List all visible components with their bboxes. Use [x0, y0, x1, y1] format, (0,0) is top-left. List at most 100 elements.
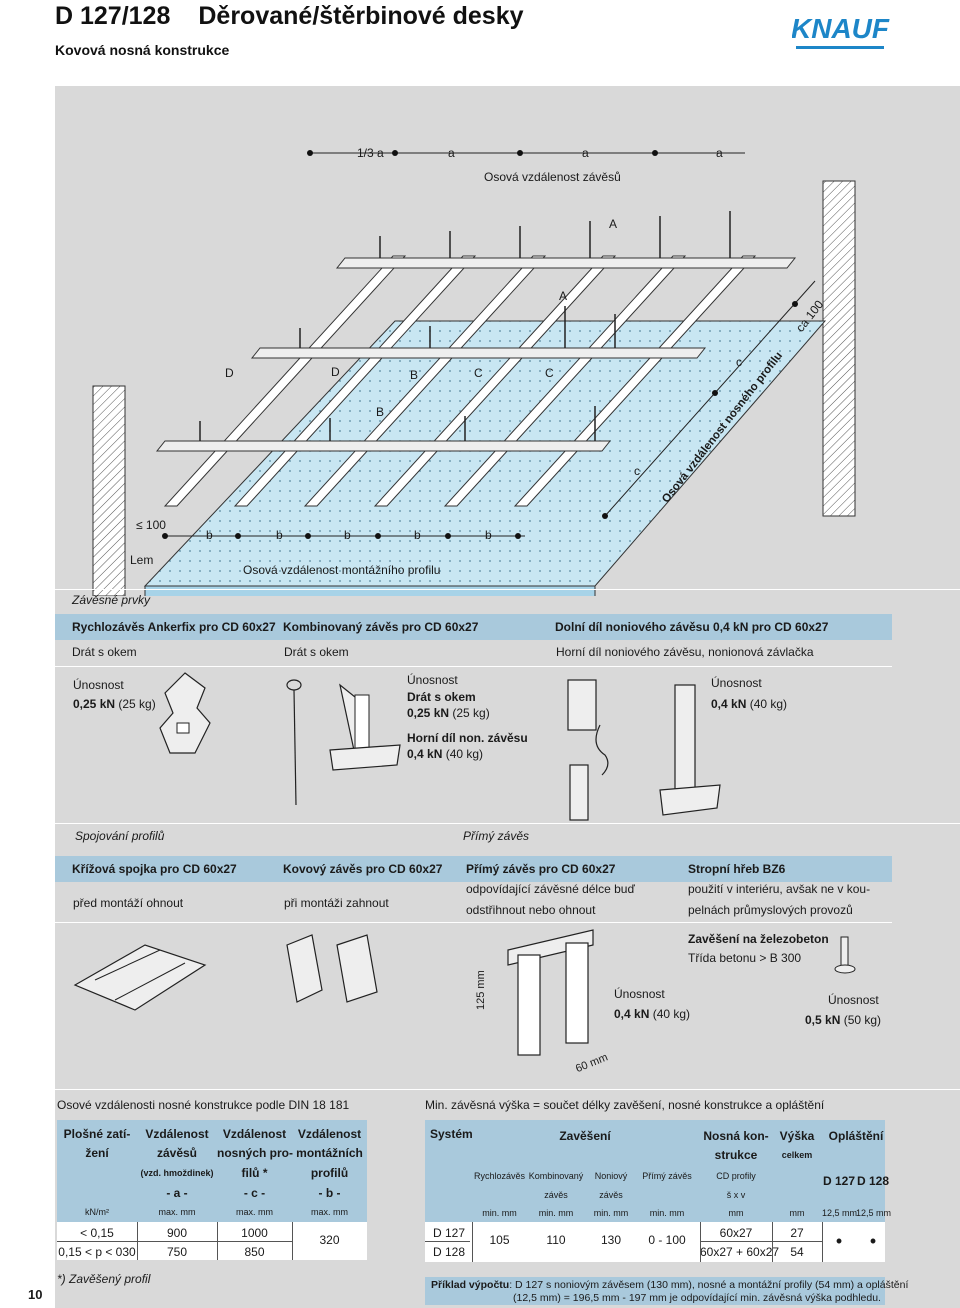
wire-eye-illustration: [286, 679, 302, 806]
table1-header: [57, 1120, 367, 1202]
letter-d: D: [225, 366, 234, 380]
bullet-cell: •: [835, 1231, 843, 1251]
load-kn: 0,4 kN: [614, 1007, 650, 1021]
left-margin: [0, 86, 55, 1308]
load-value: 0,4 kN (40 kg): [407, 747, 483, 761]
table-head: D 127: [822, 1174, 856, 1188]
table-cell: 54: [790, 1245, 804, 1259]
column-head: Dolní díl noniového závěsu 0,4 kN pro CD…: [555, 620, 829, 634]
letter-c: C: [474, 366, 483, 380]
divider: [55, 666, 892, 667]
system-cell: D 127: [433, 1226, 466, 1240]
load-label: Únosnost: [828, 993, 879, 1007]
table-cell: 850: [244, 1245, 265, 1259]
anchor-sub: Třída betonu > B 300: [688, 951, 802, 965]
unit-cell: max. mm: [158, 1207, 196, 1217]
unit-cell: 12,5 mm: [856, 1208, 892, 1218]
table-cell: 0 - 100: [648, 1233, 686, 1247]
unit-cell: 12,5 mm: [822, 1208, 858, 1218]
spacing-label: a: [582, 146, 589, 160]
letter-a: A: [559, 289, 568, 303]
load-label: Únosnost: [614, 987, 665, 1001]
load-value: 0,4 kN (40 kg): [614, 1007, 690, 1021]
spacing-label: a: [448, 146, 455, 160]
table-caption: Osové vzdálenosti nosné konstrukce podle…: [57, 1098, 350, 1112]
column-head: Křížová spojka pro CD 60x27: [72, 862, 237, 876]
nonius-lower-part-illustration: [659, 684, 721, 816]
sub-head: Přímý závěs: [642, 1171, 692, 1181]
combined-hanger-illustration: [329, 683, 401, 771]
column-sub: pelnách průmyslových provozů: [688, 903, 853, 917]
table-head: žení: [85, 1146, 109, 1160]
unit-cell: mm: [728, 1208, 744, 1218]
section-header-bar: Křížová spojka pro CD 60x27 Kovový závěs…: [55, 856, 892, 882]
sub-head: Kombinovaný: [528, 1171, 584, 1181]
letter-c-small: c: [634, 464, 640, 478]
edge-max-label: ≤ 100: [136, 518, 166, 532]
table-head: Nosná kon-: [703, 1129, 769, 1143]
table-head: Systém: [430, 1127, 473, 1141]
divider: [55, 922, 892, 923]
section-title: Přímý závěs: [463, 829, 530, 843]
table-head: Vzdálenost: [145, 1127, 209, 1141]
table-head: D 128: [856, 1174, 890, 1188]
cross-connector-illustration: [73, 944, 207, 1011]
col-divider: [217, 1222, 218, 1260]
table-head: - b -: [318, 1186, 341, 1200]
table-cell: 105: [489, 1233, 510, 1247]
load-kg: (25 kg): [452, 706, 490, 720]
section-header-bar: Rychlozávěs Ankerfix pro CD 60x27 Kombin…: [55, 614, 892, 640]
table-head: Zavěšení: [559, 1129, 611, 1143]
letter-d: D: [331, 365, 340, 379]
table-cell: < 0,15: [80, 1226, 114, 1240]
spacing-label: 1/3 a: [357, 146, 384, 160]
load-label: Únosnost: [73, 678, 124, 692]
table-head: - a -: [166, 1186, 188, 1200]
example-label: Příklad výpočtu: [431, 1279, 510, 1291]
table-cell: 110: [546, 1233, 566, 1247]
table-head: montážních: [296, 1146, 363, 1160]
column-head: Kovový závěs pro CD 60x27: [283, 862, 443, 876]
unit-cell: min. mm: [649, 1208, 685, 1218]
lem-label: Lem: [130, 553, 154, 567]
row-divider: [700, 1241, 822, 1242]
col-divider: [292, 1222, 293, 1260]
section-title: Spojování profilů: [75, 829, 165, 843]
load-kn: 0,4 kN: [407, 747, 443, 761]
example-line2: (12,5 mm) = 196,5 mm - 197 mm je odpovíd…: [513, 1292, 881, 1304]
load-kn: 0,5 kN: [805, 1013, 841, 1027]
table-caption: Min. závěsná výška = součet délky zavěše…: [425, 1098, 825, 1112]
sub-head: CD profily: [716, 1171, 756, 1181]
letter-b-small: b: [485, 528, 492, 542]
load-kn: 0,25 kN: [73, 697, 116, 711]
column-sub: odstřihnout nebo ohnout: [466, 903, 596, 917]
table-head: celkem: [781, 1150, 813, 1160]
letter-c: C: [545, 366, 554, 380]
table-cell: 130: [600, 1233, 622, 1247]
table-cell: 900: [166, 1226, 188, 1240]
unit-cell: min. mm: [538, 1208, 574, 1218]
spacing-label: a: [716, 146, 723, 160]
table2-units-row: [425, 1205, 885, 1222]
table-head: - c -: [243, 1186, 266, 1200]
unit-cell: min. mm: [593, 1208, 629, 1218]
divider: [55, 1089, 960, 1090]
column-head: Přímý závěs pro CD 60x27: [466, 862, 616, 876]
column-head: Rychlozávěs Ankerfix pro CD 60x27: [72, 620, 276, 634]
divider: [55, 823, 960, 824]
example-line1: Příklad výpočtu: D 127 s noniovým závěse…: [431, 1279, 908, 1291]
column-sub: použití v interiéru, avšak ne v kou-: [688, 882, 871, 896]
letter-b-small: b: [206, 528, 213, 542]
unit-cell: max. mm: [311, 1207, 348, 1217]
unit-cell: kN/m²: [85, 1207, 109, 1217]
unit-cell: max. mm: [236, 1207, 273, 1217]
dimension-label: 125 mm: [475, 970, 487, 1010]
montage-profile-spacing-label: Osová vzdálenost montážního profilu: [243, 563, 441, 577]
col-divider: [700, 1222, 701, 1262]
letter-b: B: [376, 405, 385, 419]
load-kg: (40 kg): [652, 1007, 691, 1021]
table-cell: 60x27 + 60x27: [700, 1245, 780, 1259]
direct-hanger-illustration: [507, 929, 594, 1056]
